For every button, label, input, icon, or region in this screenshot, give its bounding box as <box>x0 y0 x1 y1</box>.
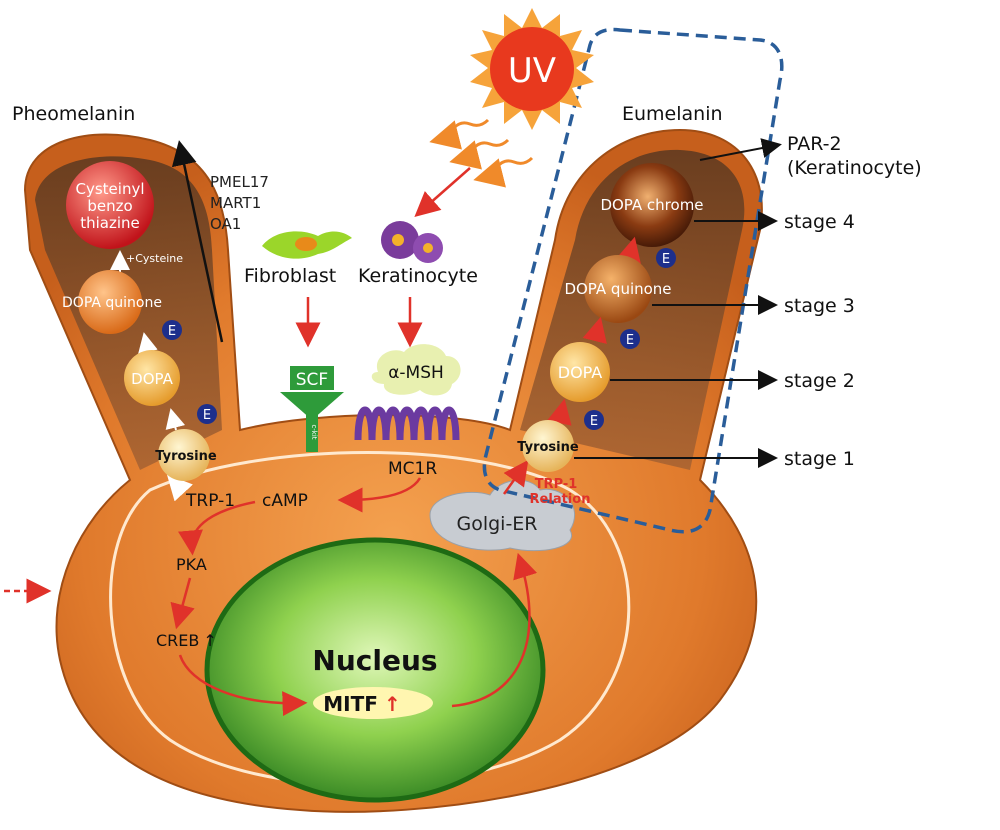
c-kit-stem <box>306 410 318 452</box>
c-kit-receptor <box>280 392 344 420</box>
fibroblast-icon <box>262 231 352 259</box>
eu-enzyme-badge-3 <box>584 410 604 430</box>
mitf-label: MITF↑ <box>323 692 400 716</box>
trp1-to-tyrosine-arrow <box>166 474 194 502</box>
pheo-tyrosine-to-dopa-arrow <box>165 408 186 431</box>
keratinocyte-label: Keratinocyte <box>358 265 478 287</box>
gene-mart1: MART1 <box>210 194 261 212</box>
eu-dopa-chrome-label: DOPA chrome <box>600 196 703 214</box>
eumelanin-dashed-box <box>482 27 784 534</box>
eu-dopa-label: DOPA <box>558 363 603 382</box>
stage4-label: stage 4 <box>784 211 855 233</box>
golgi-er <box>429 479 576 552</box>
golgi-to-tyrosine-arrow <box>502 459 529 495</box>
alpha-msh-cloud <box>371 344 461 396</box>
trp1-label: TRP-1 <box>185 491 235 511</box>
trp1-relation-label-1: TRP-1 <box>535 477 578 492</box>
nucleus-label: Nucleus <box>312 644 437 677</box>
eu-dopa-to-quinone-arrow <box>582 316 607 345</box>
eu-dopa-quinone-ball <box>584 255 652 323</box>
pheomelanin-title: Pheomelanin <box>12 103 135 125</box>
pka-label: PKA <box>176 555 207 574</box>
uv-to-keratinocyte-arrow <box>414 167 471 217</box>
pheo-tyrosine-ball <box>158 429 210 481</box>
cell-inner-membrane <box>109 451 631 787</box>
eu-enzyme-badge-2 <box>620 329 640 349</box>
camp-to-pka-arrow <box>178 500 256 556</box>
creb-to-mitf-arrow <box>178 654 308 717</box>
mitf-to-golgi-arrow <box>451 552 538 708</box>
pheo-dopa-label: DOPA <box>131 370 173 388</box>
eu-enzyme-badge-1 <box>656 248 676 268</box>
stage2-label: stage 2 <box>784 370 855 392</box>
eu-enzyme-label-1: E <box>662 252 670 267</box>
pheo-exit-arrow <box>171 140 224 343</box>
pheo-final-label-2: benzo <box>87 197 132 215</box>
mc1r-to-camp-arrow <box>337 477 422 513</box>
scf-box <box>290 366 334 390</box>
mc1r-label: MC1R <box>388 459 437 479</box>
eumelanin-title: Eumelanin <box>622 103 723 125</box>
camp-label: cAMP <box>262 491 308 511</box>
eu-enzyme-label-3: E <box>590 414 598 429</box>
keratinocyte-icon <box>381 221 443 263</box>
pheo-enzyme-label-1: E <box>168 324 176 339</box>
pheo-cysteinylbenzothiazine-ball <box>66 161 154 249</box>
mc1r-receptor <box>354 406 460 441</box>
stage3-label: stage 3 <box>784 295 855 317</box>
trp1-relation-label-2: Relation <box>530 492 591 507</box>
pheo-tyrosine-label: Tyrosine <box>155 449 217 464</box>
uv-label: UV <box>508 51 556 91</box>
eu-dopa-chrome-ball <box>610 163 694 247</box>
eu-quinone-to-chrome-arrow <box>616 236 641 265</box>
alpha-msh-label: α-MSH <box>388 363 444 383</box>
eu-tyrosine-ball <box>522 420 574 472</box>
pheo-dopa-quinone-ball <box>78 270 142 334</box>
pheo-enzyme-badge-1 <box>162 320 182 340</box>
eu-enzyme-label-2: E <box>626 333 634 348</box>
gene-pmel17: PMEL17 <box>210 173 269 191</box>
nucleus <box>204 537 546 803</box>
pheo-enzyme-badge-2 <box>197 404 217 424</box>
cysteine-label: +Cysteine <box>126 252 183 265</box>
pheo-dopa-ball <box>124 350 180 406</box>
eu-tyrosine-to-dopa-arrow <box>547 398 572 426</box>
fibroblast-label: Fibroblast <box>244 265 336 287</box>
pheo-dopa-to-quinone-arrow <box>138 332 158 354</box>
eu-dopa-quinone-label: DOPA quinone <box>564 280 671 298</box>
par2-arrow <box>699 138 782 161</box>
pheo-dopa-quinone-label: DOPA quinone <box>62 295 162 311</box>
uv-rays <box>429 118 534 188</box>
stage1-label: stage 1 <box>784 448 855 470</box>
creb-label: CREB↑ <box>156 631 217 650</box>
pheo-final-label-3: thiazine <box>80 214 140 232</box>
scf-label: SCF <box>296 370 328 390</box>
uv-sun-icon <box>470 8 594 130</box>
pka-to-creb-arrow <box>170 577 195 630</box>
eu-dopa-ball <box>550 342 610 402</box>
c-kit-label: c-kit <box>310 424 318 439</box>
par2-label-1: PAR-2 <box>787 133 842 155</box>
gene-oa1: OA1 <box>210 215 241 233</box>
par2-label-2: (Keratinocyte) <box>787 157 922 179</box>
golgi-er-label: Golgi-ER <box>456 513 537 535</box>
mitf-box <box>313 687 433 719</box>
eu-tyrosine-label: Tyrosine <box>517 440 579 455</box>
pheo-enzyme-label-2: E <box>203 408 211 423</box>
pheo-final-label-1: Cysteinyl <box>76 180 145 198</box>
